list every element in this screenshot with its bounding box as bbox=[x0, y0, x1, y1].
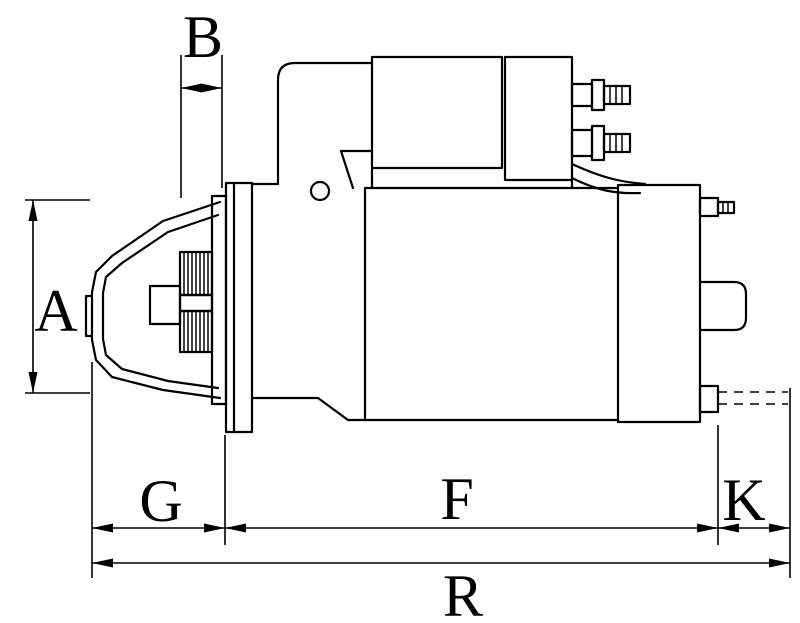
dimension-B: B bbox=[180, 4, 223, 198]
motor-drawing bbox=[84, 55, 788, 434]
solenoid-body bbox=[370, 55, 504, 170]
upper-terminal bbox=[570, 78, 632, 112]
rear-shaft-stub bbox=[698, 280, 748, 332]
solenoid bbox=[370, 55, 574, 190]
end-bracket-body bbox=[616, 183, 702, 424]
label-F: F bbox=[440, 466, 473, 532]
top-bolt-threads bbox=[722, 202, 729, 213]
gear-top-teeth-hatch bbox=[183, 252, 209, 295]
through-bolt-hidden-lines bbox=[718, 391, 788, 405]
label-A: A bbox=[34, 278, 77, 344]
bell-nose-notch bbox=[84, 294, 94, 338]
gear-bottom-teeth-hatch bbox=[183, 311, 209, 352]
label-K: K bbox=[722, 467, 765, 533]
yoke bbox=[346, 186, 620, 422]
clutch-block bbox=[148, 284, 182, 326]
bracket-riser bbox=[276, 61, 374, 186]
lower-terminal-threads bbox=[609, 134, 623, 152]
flange-plate bbox=[224, 181, 254, 434]
bracket-step bbox=[339, 149, 374, 190]
lower-terminal bbox=[570, 124, 632, 162]
label-B: B bbox=[183, 4, 223, 70]
front-bracket bbox=[250, 61, 374, 422]
bell-housing bbox=[84, 200, 222, 400]
solenoid-cable bbox=[570, 162, 647, 195]
through-bolt-boss bbox=[698, 384, 720, 414]
label-G: G bbox=[139, 468, 182, 534]
terminal-studs bbox=[570, 78, 647, 195]
dimension-R: R bbox=[92, 558, 790, 623]
bracket-hole bbox=[309, 180, 331, 202]
end-bracket bbox=[616, 183, 788, 424]
bell-inner-profile bbox=[101, 213, 220, 390]
bracket-bottom-edge bbox=[250, 396, 350, 422]
mounting-flange bbox=[210, 181, 254, 434]
intermediate-plate bbox=[210, 194, 228, 406]
label-R: R bbox=[443, 563, 483, 623]
bell-outer-profile bbox=[90, 200, 222, 400]
solenoid-cap bbox=[503, 55, 574, 182]
end-bracket-top-bolt bbox=[698, 196, 736, 218]
dimension-F: F bbox=[225, 466, 718, 533]
dimension-K: K bbox=[718, 467, 790, 533]
dimension-A: A bbox=[25, 199, 90, 394]
pinion-gear bbox=[148, 250, 214, 354]
upper-terminal-threads bbox=[609, 86, 623, 104]
gear-mid bbox=[178, 293, 214, 313]
dimension-G: G bbox=[92, 468, 225, 534]
